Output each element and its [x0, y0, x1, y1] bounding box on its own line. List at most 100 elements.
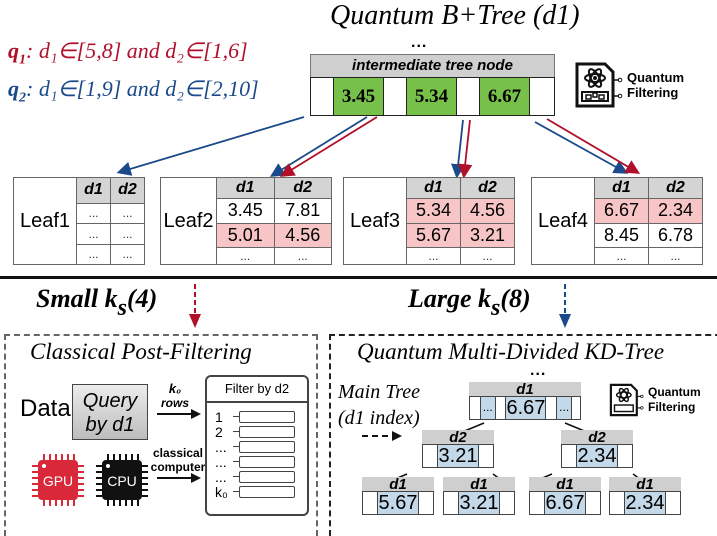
- leaf-cell-match: 5.34: [407, 198, 461, 224]
- node-key: 6.67: [480, 78, 530, 115]
- main-tree-label: Main Tree(d1 index): [338, 381, 421, 429]
- kd-root-node: d1 ... 6.67 ...: [469, 382, 581, 420]
- k0-arrow-icon: [157, 409, 201, 419]
- leaf-cell-match: 4.56: [273, 222, 331, 249]
- filter-row: k₀: [215, 484, 307, 500]
- cpu-chip-icon: CPU: [96, 454, 148, 506]
- intermediate-node-header: intermediate tree node: [310, 54, 555, 77]
- q1-arrow-leaf3: [458, 119, 473, 179]
- large-ks-label: Large ks(8): [408, 284, 531, 321]
- kd-node-key: ...: [480, 397, 496, 419]
- kd-node-dim: d1: [362, 477, 434, 493]
- filter-row: ...: [215, 454, 307, 470]
- gpu-chip-icon: GPU: [32, 454, 84, 506]
- kd-node-key: 6.67: [545, 492, 586, 514]
- leaf-cell: 7.81: [273, 198, 331, 224]
- quantum-file-icon: [609, 383, 644, 417]
- q2-arrow-leaf3: [451, 119, 466, 179]
- kd-node-key: 3.21: [459, 492, 500, 514]
- leaf-cell-match: 4.56: [460, 198, 514, 224]
- col-header-d2: d2: [110, 178, 144, 204]
- leaf-cell: ...: [110, 223, 144, 245]
- kd-leaf-node: d1 6.67: [529, 477, 601, 515]
- kd-node-key: 6.67: [506, 397, 547, 419]
- col-header-d2: d2: [648, 178, 702, 200]
- leaf-cell: 3.45: [217, 198, 275, 224]
- leaf-cell-match: 2.34: [648, 198, 702, 224]
- gpu-label: GPU: [43, 473, 73, 489]
- data-label: Data: [20, 395, 71, 422]
- small-ks-label: Small ks(4): [36, 284, 158, 321]
- leaf-cell: ...: [648, 247, 702, 264]
- col-header-d1: d1: [595, 178, 649, 200]
- kd-level2-node-right: d2 2.34: [561, 430, 633, 468]
- intermediate-tree-node: intermediate tree node 3.45 5.34 6.67: [310, 54, 555, 116]
- pointer-slot: [384, 78, 407, 115]
- kd-node-key: 3.21: [438, 445, 479, 467]
- kd-node-key: 2.34: [625, 492, 666, 514]
- kd-node-dim: d2: [561, 430, 633, 446]
- kd-leaf-node: d1 3.21: [443, 477, 515, 515]
- leaf-name: Leaf4: [532, 178, 595, 264]
- filter-row: 2: [215, 424, 307, 440]
- kd-node-dim: d1: [529, 477, 601, 493]
- query-q1-label: q1: [8, 38, 26, 68]
- kd-node-dim: d1: [443, 477, 515, 493]
- filter-row: ...: [215, 439, 307, 455]
- filter-title: Filter by d2: [207, 377, 307, 403]
- section-divider: [0, 276, 717, 279]
- classical-title: Classical Post-Filtering: [30, 339, 252, 364]
- col-header-d1: d1: [77, 178, 111, 204]
- kd-node-dim: d1: [469, 382, 581, 398]
- cpu-label: CPU: [107, 473, 137, 489]
- node-key: 3.45: [334, 78, 384, 115]
- col-header-d2: d2: [460, 178, 514, 200]
- q1-arrow-leaf4: [546, 118, 641, 174]
- pointer-slot: [530, 78, 552, 115]
- kd-node-key: ...: [557, 397, 573, 419]
- leaf-cell: ...: [110, 243, 144, 264]
- kd-node-dim: d2: [422, 430, 494, 446]
- classical-arrow-icon: [157, 473, 201, 483]
- leaf-cell: 8.45: [595, 222, 649, 249]
- query-q1-text: : d₁∈[5,8] and d₂∈[1,6]: [26, 38, 248, 63]
- kd-level2-node-left: d2 3.21: [422, 430, 494, 468]
- kd-node-key: 5.67: [378, 492, 419, 514]
- kd-leaf-node: d1 2.34: [609, 477, 681, 515]
- leaf-cell-match: 6.67: [595, 198, 649, 224]
- kd-ellipsis: ...: [530, 362, 547, 379]
- col-header-d1: d1: [407, 178, 461, 200]
- leaf-name: Leaf2: [161, 178, 217, 264]
- kd-leaf-node: d1 5.67: [362, 477, 434, 515]
- leaf-cell: ...: [460, 247, 514, 264]
- leaf-cell-match: 3.21: [460, 222, 514, 249]
- filter-row: ...: [215, 469, 307, 485]
- q2-arrow-leaf4: [534, 121, 629, 174]
- q2-arrow-leaf1: [116, 116, 305, 176]
- pointer-slot: [457, 78, 480, 115]
- kd-node-dim: d1: [609, 477, 681, 493]
- leaf-name: Leaf3: [344, 178, 407, 264]
- pointer-arrows: [116, 116, 641, 179]
- query-q2-text: : d₁∈[1,9] and d₂∈[2,10]: [26, 76, 259, 101]
- ellipsis: ...: [411, 34, 428, 51]
- filter-row: 1: [215, 409, 307, 425]
- kd-tree-title: Quantum Multi-Divided KD-Tree: [357, 339, 665, 364]
- q1-arrow-leaf2: [279, 116, 378, 177]
- quantum-kd-tree-panel: [329, 334, 717, 536]
- query-q2: q2: d₁∈[1,9] and d₂∈[2,10]: [8, 76, 259, 106]
- leaf-cell: ...: [273, 247, 331, 264]
- diagram-title: Quantum B+Tree (d1): [330, 0, 580, 31]
- leaf-cell: ...: [595, 247, 649, 264]
- pointer-slot: [311, 78, 334, 115]
